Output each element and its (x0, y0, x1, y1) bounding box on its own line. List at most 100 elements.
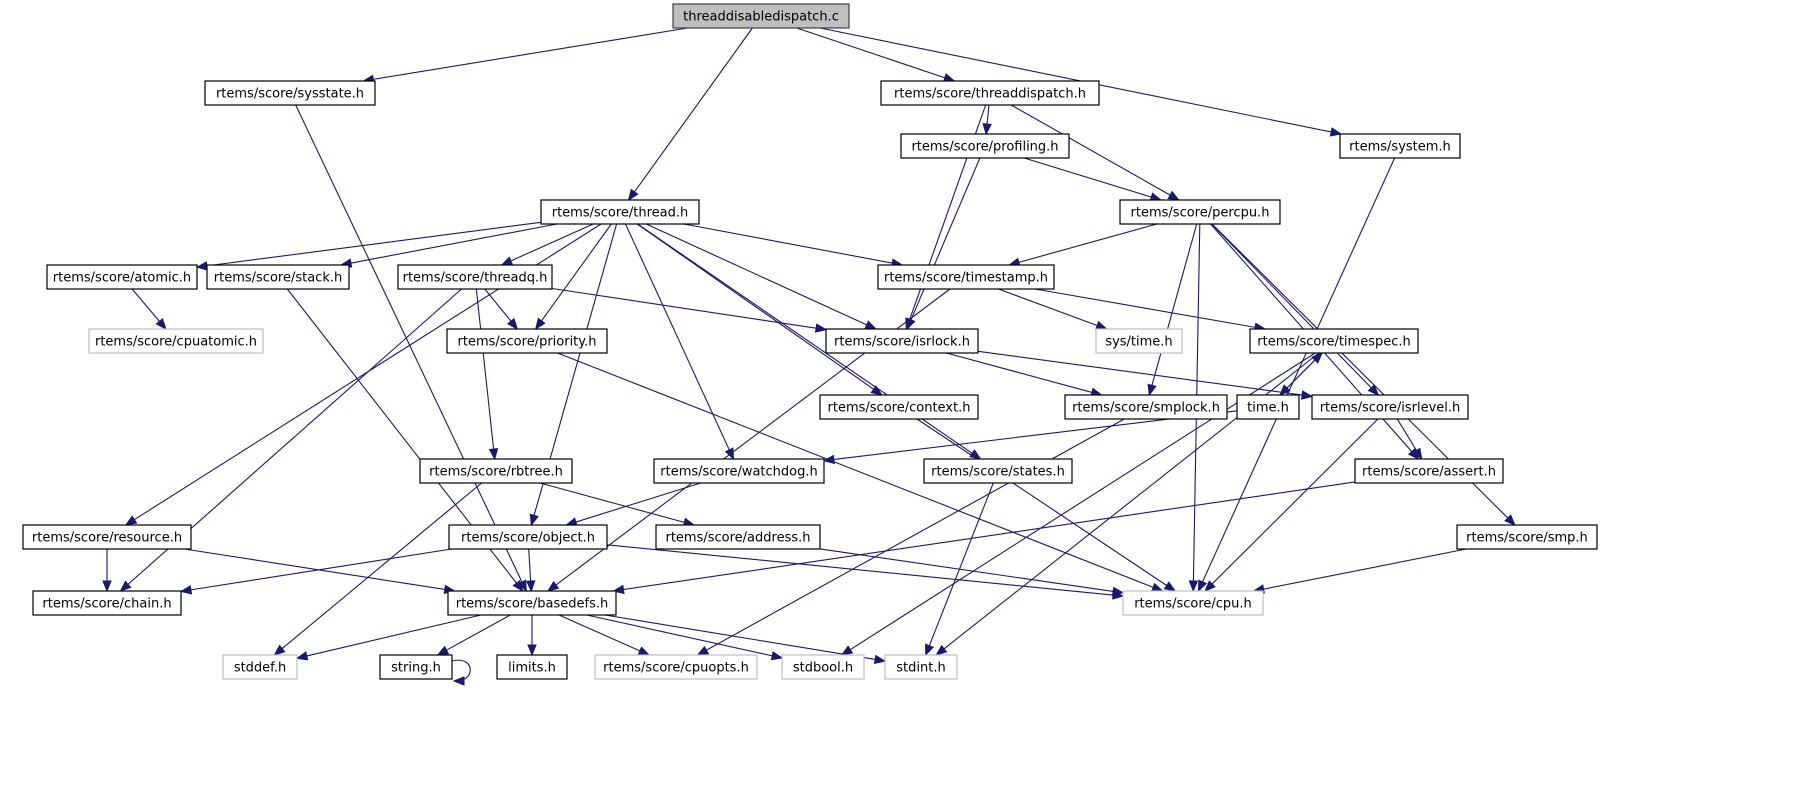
node-systime: sys/time.h (1095, 328, 1183, 354)
edge-timestamp-to-timespec (1034, 288, 1257, 329)
node-root[interactable]: threaddisabledispatch.c (672, 3, 850, 29)
node-watchdog[interactable]: rtems/score/watchdog.h (653, 458, 825, 484)
arrowhead-icon (1504, 514, 1516, 526)
node-percpu[interactable]: rtems/score/percpu.h (1119, 199, 1281, 225)
node-limits[interactable]: limits.h (496, 654, 568, 680)
node-label: stdbool.h (793, 661, 853, 676)
node-states[interactable]: rtems/score/states.h (923, 458, 1073, 484)
edge-basedefs-to-stdint (604, 614, 877, 661)
node-chain[interactable]: rtems/score/chain.h (32, 590, 182, 616)
node-box (819, 394, 979, 420)
node-label: rtems/score/chain.h (42, 597, 171, 612)
arrowhead-icon (179, 585, 193, 595)
arrowhead-icon (870, 385, 883, 396)
edge-smplock-to-cpuopts (705, 418, 1125, 652)
node-timestamp[interactable]: rtems/score/timestamp.h (877, 264, 1055, 290)
arrowhead-icon (124, 515, 138, 526)
node-label: stdint.h (896, 661, 945, 676)
arrowhead-icon (436, 645, 450, 656)
node-box (448, 524, 608, 550)
arrowhead-icon (637, 646, 651, 656)
node-box (1339, 133, 1461, 159)
node-box (1122, 590, 1264, 616)
node-profiling[interactable]: rtems/score/profiling.h (900, 133, 1070, 159)
node-box (397, 264, 553, 290)
node-box (446, 328, 608, 354)
node-threadq[interactable]: rtems/score/threadq.h (397, 264, 553, 290)
node-box (540, 199, 700, 225)
edge-rbtree-to-address (539, 482, 686, 524)
edge-threaddispatch-to-percpu (1010, 104, 1172, 197)
node-smplock[interactable]: rtems/score/smplock.h (1064, 394, 1228, 420)
edge-object-to-basedefs (528, 548, 532, 583)
node-isrlock[interactable]: rtems/score/isrlock.h (825, 328, 979, 354)
node-label: rtems/score/percpu.h (1131, 206, 1270, 221)
node-box (1064, 394, 1228, 420)
node-timespec[interactable]: rtems/score/timespec.h (1249, 328, 1419, 354)
edge-root-to-system (819, 27, 1333, 133)
arrowhead-icon (546, 580, 560, 592)
node-threaddispatch[interactable]: rtems/score/threaddispatch.h (880, 80, 1100, 106)
node-rbtree[interactable]: rtems/score/rbtree.h (419, 458, 573, 484)
node-atomic[interactable]: rtems/score/atomic.h (46, 264, 198, 290)
node-box (46, 264, 198, 290)
node-label: rtems/score/smp.h (1466, 531, 1588, 546)
edge-thread-to-priority (540, 223, 612, 323)
edge-threaddispatch-to-profiling (986, 104, 990, 126)
node-priority[interactable]: rtems/score/priority.h (446, 328, 608, 354)
arrowhead-icon (1147, 383, 1157, 397)
arrowhead-icon (512, 579, 524, 593)
edge-watchdog-to-object (574, 482, 701, 523)
node-box (880, 80, 1100, 106)
node-box (884, 654, 958, 680)
node-label: rtems/score/basedefs.h (456, 597, 609, 612)
node-label: time.h (1247, 401, 1289, 416)
node-thread[interactable]: rtems/score/thread.h (540, 199, 700, 225)
edge-percpu-to-timestamp (1017, 223, 1157, 264)
node-system[interactable]: rtems/system.h (1339, 133, 1461, 159)
edge-threadq-to-isrlock (551, 287, 818, 329)
node-assert[interactable]: rtems/score/assert.h (1354, 458, 1504, 484)
edge-threadq-to-rbtree (475, 288, 495, 451)
node-box (672, 3, 850, 29)
node-stack[interactable]: rtems/score/stack.h (206, 264, 350, 290)
edge-system-to-cpu (1201, 157, 1396, 584)
arrowhead-icon (1311, 352, 1323, 364)
node-basedefs[interactable]: rtems/score/basedefs.h (447, 590, 617, 616)
arrowhead-icon (506, 317, 519, 331)
node-isrlevel[interactable]: rtems/score/isrlevel.h (1311, 394, 1469, 420)
edge-resource-to-basedefs (184, 548, 446, 591)
node-box (923, 458, 1073, 484)
arrowhead-icon (1204, 580, 1216, 592)
arrowhead-icon (119, 580, 132, 592)
node-label: rtems/score/threadq.h (403, 271, 548, 286)
node-box (496, 654, 568, 680)
arrowhead-icon (873, 654, 887, 665)
node-label: stddef.h (234, 661, 286, 676)
node-resource[interactable]: rtems/score/resource.h (22, 524, 192, 550)
arrowhead-icon (500, 256, 514, 266)
arrowhead-icon (906, 317, 916, 331)
node-object[interactable]: rtems/score/object.h (448, 524, 608, 550)
node-cpuatomic: rtems/score/cpuatomic.h (88, 328, 264, 354)
node-timeh[interactable]: time.h (1236, 394, 1300, 420)
node-smp[interactable]: rtems/score/smp.h (1456, 524, 1598, 550)
edge-atomic-to-cpuatomic (131, 288, 161, 323)
node-context[interactable]: rtems/score/context.h (819, 394, 979, 420)
edge-smp-to-cpu (1262, 548, 1467, 590)
edge-basedefs-to-string (445, 614, 511, 652)
node-label: rtems/score/timestamp.h (884, 271, 1048, 286)
node-sysstate[interactable]: rtems/score/sysstate.h (204, 80, 376, 106)
node-label: rtems/score/resource.h (32, 531, 182, 546)
node-label: rtems/score/cpu.h (1134, 597, 1252, 612)
node-string[interactable]: string.h (379, 654, 453, 680)
edge-assert-to-basedefs (622, 481, 1356, 591)
edge-timestamp-to-systime (998, 288, 1099, 327)
node-address[interactable]: rtems/score/address.h (655, 524, 821, 550)
edge-thread-to-context (636, 223, 875, 391)
edges-layer (102, 27, 1516, 686)
node-box (1354, 458, 1504, 484)
node-label: rtems/score/states.h (931, 465, 1065, 480)
edge-basedefs-to-stdbool (586, 614, 774, 657)
arrowhead-icon (1163, 581, 1177, 592)
